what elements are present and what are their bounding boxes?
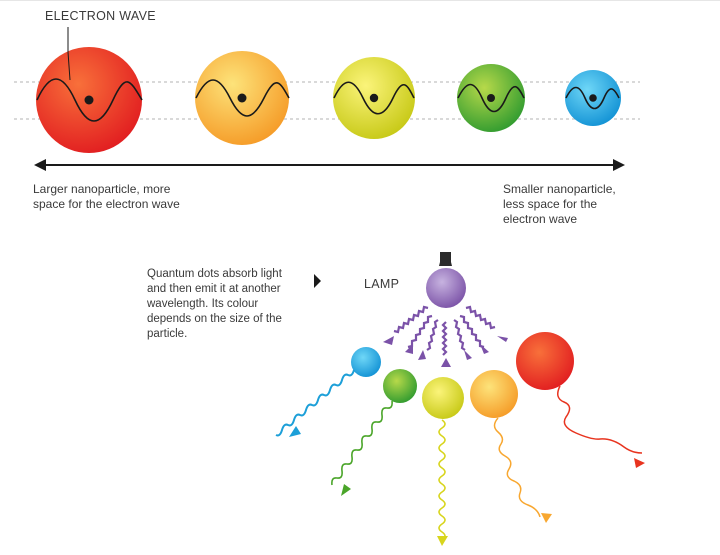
nanoparticle-orange (195, 51, 290, 145)
nanoparticle-small-blue (565, 70, 621, 126)
nanoparticle-yellow (333, 57, 415, 139)
top-border (0, 0, 720, 1)
quantum-dot-orange (470, 370, 518, 418)
emission-wave-green (331, 400, 393, 496)
lamp-rays (393, 305, 496, 356)
nanoparticle-green (457, 64, 525, 132)
triangle-right-icon (314, 274, 321, 288)
emission-wave-yellow (437, 419, 448, 546)
lamp-label: LAMP (364, 277, 400, 291)
larger-nanoparticle-caption: Larger nanoparticle, more space for the … (33, 182, 180, 211)
nanoparticle-large-red (36, 47, 143, 153)
quantum-dot-blue (351, 347, 381, 377)
quantum-dots-caption: Quantum dots absorb light and then emit … (147, 268, 282, 340)
quantum-dot-red (516, 332, 574, 390)
light-bulb-icon (426, 252, 466, 308)
lamp-ray-arrowheads (383, 336, 508, 367)
quantum-dot-green (383, 369, 417, 403)
electron-wave-label: ELECTRON WAVE (45, 9, 156, 23)
emission-wave-red (557, 385, 645, 468)
smaller-nanoparticle-caption: Smaller nanoparticle, less space for the… (503, 182, 616, 226)
size-arrow (34, 159, 625, 171)
quantum-dot-yellow (422, 377, 464, 419)
electron-wave-leader-line (67, 27, 71, 81)
emission-wave-orange (493, 417, 552, 523)
emission-wave-blue (275, 369, 355, 437)
